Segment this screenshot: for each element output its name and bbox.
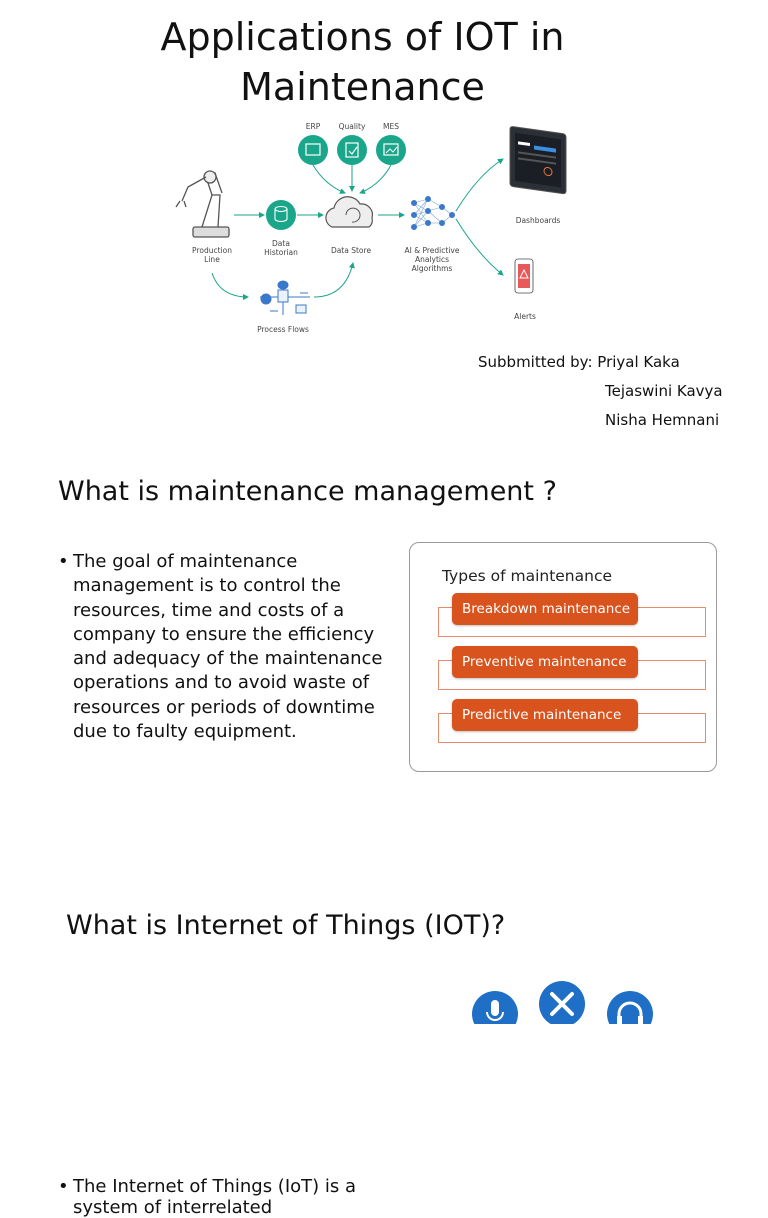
submitted-by-block: Subbmitted by: Priyal Kaka Tejaswini Kav… <box>478 348 723 435</box>
maintenance-type-label: Predictive maintenance <box>452 699 638 731</box>
process-flows-label: Process Flows <box>257 325 309 334</box>
iot-icons-row <box>472 981 653 1024</box>
data-historian-icon <box>266 200 296 230</box>
mes-label: MES <box>383 122 399 131</box>
bullet-text: The Internet of Things (IoT) is a system… <box>73 1176 357 1218</box>
bullet-paragraph: • The Internet of Things (IoT) is a syst… <box>58 1176 383 1218</box>
maintenance-type-label: Preventive maintenance <box>452 646 638 678</box>
headphones-icon <box>607 991 653 1024</box>
neural-network-icon <box>411 196 455 230</box>
bullet-text: The goal of maintenance management is to… <box>73 551 383 743</box>
bullet-paragraph: • The goal of maintenance management is … <box>58 550 408 744</box>
dashboards-label: Dashboards <box>516 216 561 225</box>
section-heading: What is maintenance management ? <box>58 476 557 507</box>
microphone-icon <box>472 991 518 1024</box>
section-heading: What is Internet of Things (IOT)? <box>66 910 506 941</box>
quality-icon <box>337 135 367 165</box>
maintenance-type-item: Breakdown maintenance <box>438 593 706 637</box>
process-flows-icon <box>260 280 310 315</box>
card-title: Types of maintenance <box>442 567 613 585</box>
maintenance-type-label: Breakdown maintenance <box>452 593 638 625</box>
bullet-icon: • <box>58 551 69 572</box>
submitted-label: Subbmitted by: <box>478 353 593 371</box>
phone-alert-icon <box>514 258 534 294</box>
slide-title: Applications of IOT in Maintenance <box>160 15 565 109</box>
data-store-label: Data Store <box>331 246 372 255</box>
robot-arm-icon <box>175 170 230 238</box>
types-of-maintenance-card: Types of maintenance Breakdown maintenan… <box>409 542 717 772</box>
quality-label: Quality <box>339 122 366 131</box>
author-name: Tejaswini Kavya <box>605 382 723 400</box>
erp-icon <box>298 135 328 165</box>
tools-icon <box>539 981 585 1024</box>
alerts-label: Alerts <box>514 312 536 321</box>
bullet-icon: • <box>58 1176 69 1198</box>
mes-icon <box>376 135 406 165</box>
erp-label: ERP <box>306 122 321 131</box>
author-name: Priyal Kaka <box>597 353 680 371</box>
author-name: Nisha Hemnani <box>605 411 720 429</box>
cloud-icon <box>325 196 374 228</box>
maintenance-type-item: Preventive maintenance <box>438 646 706 690</box>
maintenance-type-item: Predictive maintenance <box>438 699 706 743</box>
dashboard-monitor-icon <box>509 126 567 195</box>
